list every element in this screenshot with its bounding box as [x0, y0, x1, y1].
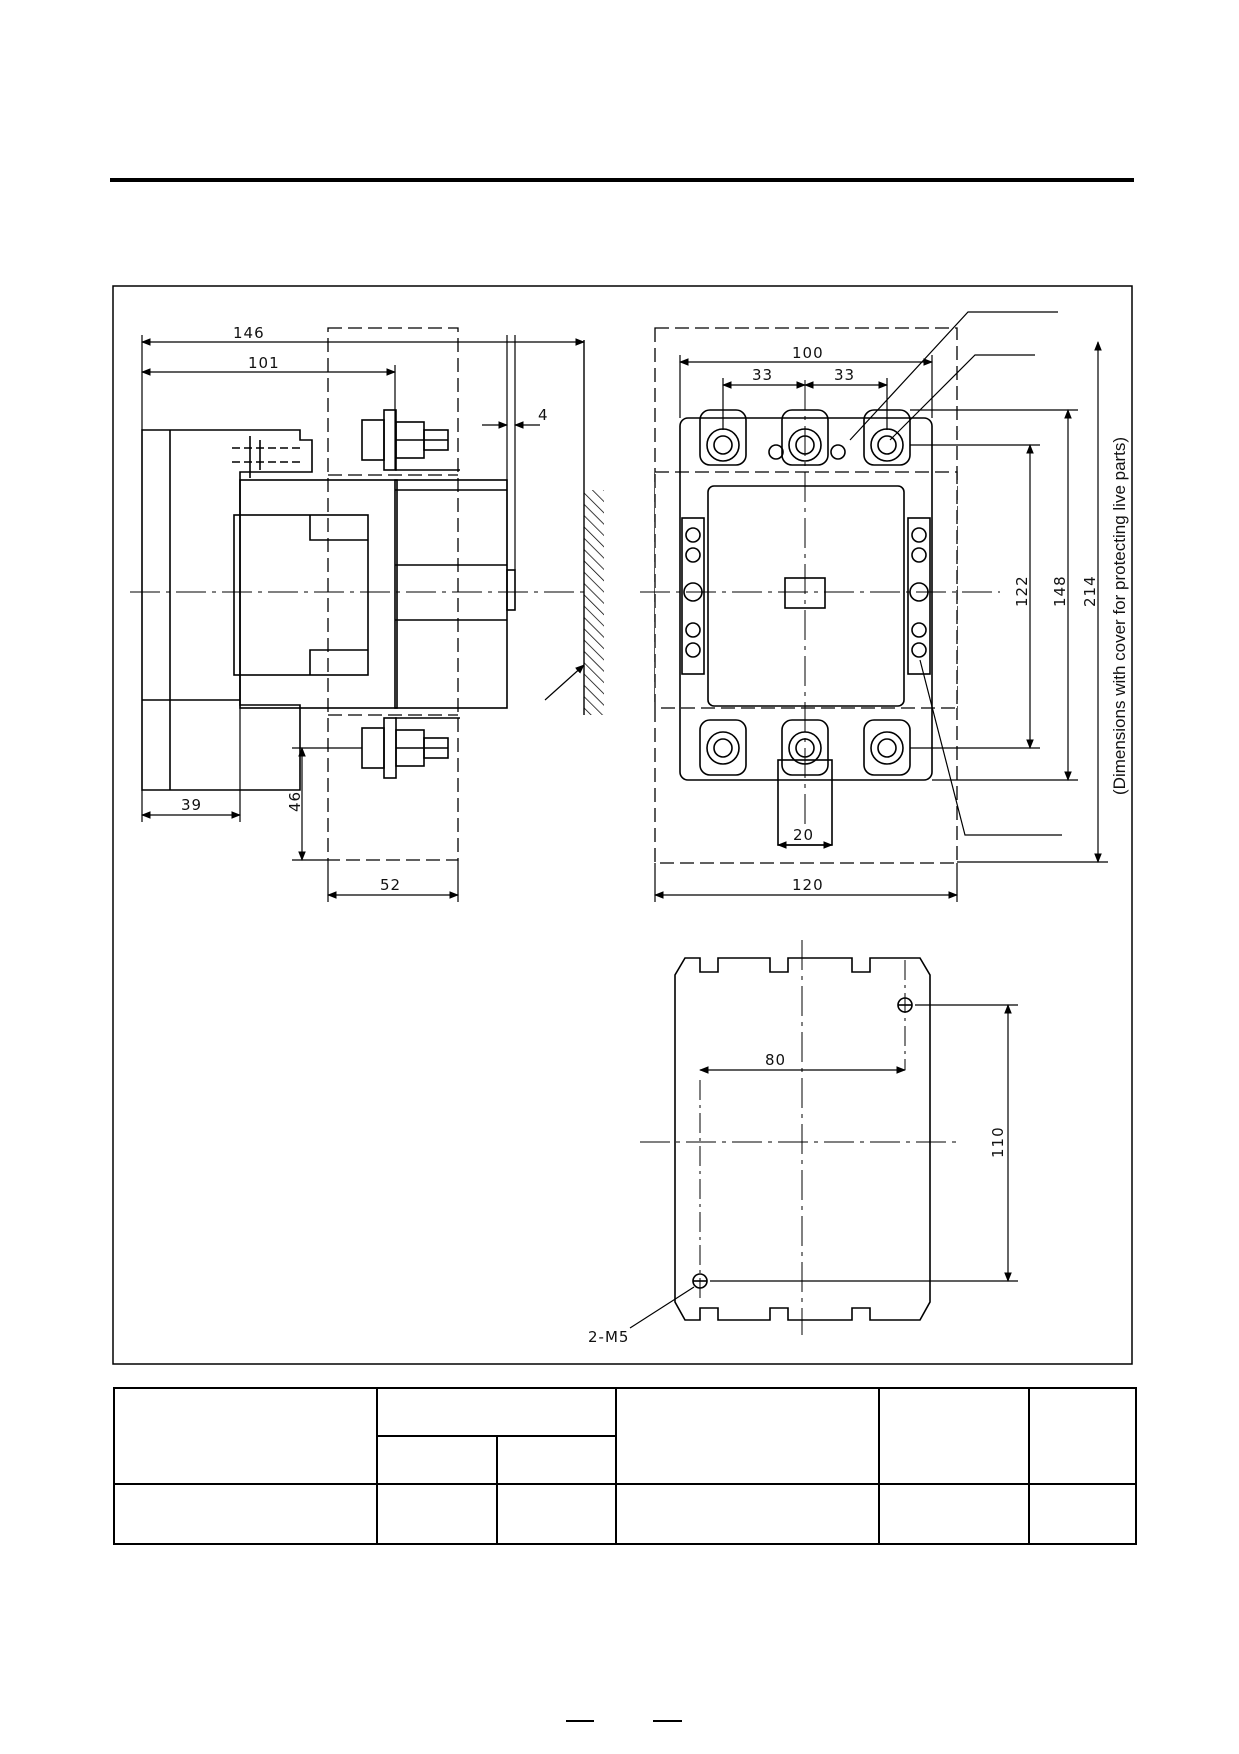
- table-cell: [878, 1483, 1031, 1545]
- dim-214: 214: [1081, 575, 1099, 607]
- table-header-cell: [376, 1387, 617, 1437]
- cover-dimension-note: (Dimensions with cover for protecting li…: [1110, 437, 1129, 795]
- dim-101: 101: [248, 354, 280, 372]
- dim-122: 122: [1013, 575, 1031, 607]
- table-header-cell: [878, 1387, 1031, 1485]
- mounting-view: [640, 940, 962, 1335]
- terminal-top-2: [781, 409, 829, 466]
- dim-148: 148: [1051, 575, 1069, 607]
- table-header-cell: [614, 1387, 881, 1485]
- dim-46: 46: [286, 791, 304, 812]
- dim-146: 146: [233, 324, 265, 342]
- dim-110: 110: [989, 1126, 1007, 1158]
- dim-33-right: 33: [834, 366, 855, 384]
- dim-120: 120: [792, 876, 824, 894]
- table-row: [112, 1483, 1137, 1545]
- dim-4: 4: [538, 406, 549, 424]
- table-cell: [376, 1483, 499, 1545]
- dim-20: 20: [793, 826, 814, 844]
- table-cell: [1028, 1483, 1137, 1545]
- front-terminals: [683, 409, 929, 776]
- dim-52: 52: [380, 876, 401, 894]
- table-subheader-cell: [376, 1435, 499, 1485]
- mounting-view-dimensions: [629, 1004, 1018, 1329]
- table-subheader-cell: [496, 1435, 617, 1485]
- dim-80: 80: [765, 1051, 786, 1069]
- side-view-dimensions: [141, 335, 585, 902]
- table-header-cell: [112, 1387, 379, 1485]
- table-cell: [614, 1483, 881, 1545]
- terminal-bottom-3: [863, 719, 911, 776]
- spec-table: [112, 1387, 1137, 1545]
- table-cell: [496, 1483, 617, 1545]
- side-view: [130, 327, 604, 861]
- dim-33-left: 33: [752, 366, 773, 384]
- drawing-frame: [112, 285, 1133, 1365]
- table-header-cell: [1028, 1387, 1137, 1485]
- terminal-bottom-1: [699, 719, 747, 776]
- table-cell: [112, 1483, 379, 1545]
- front-view-dimensions: [654, 311, 1108, 902]
- dim-100: 100: [792, 344, 824, 362]
- label-2-m5: 2-M5: [588, 1328, 629, 1346]
- terminal-bottom-2: [781, 719, 829, 776]
- dim-39: 39: [181, 796, 202, 814]
- front-view: [640, 327, 1000, 864]
